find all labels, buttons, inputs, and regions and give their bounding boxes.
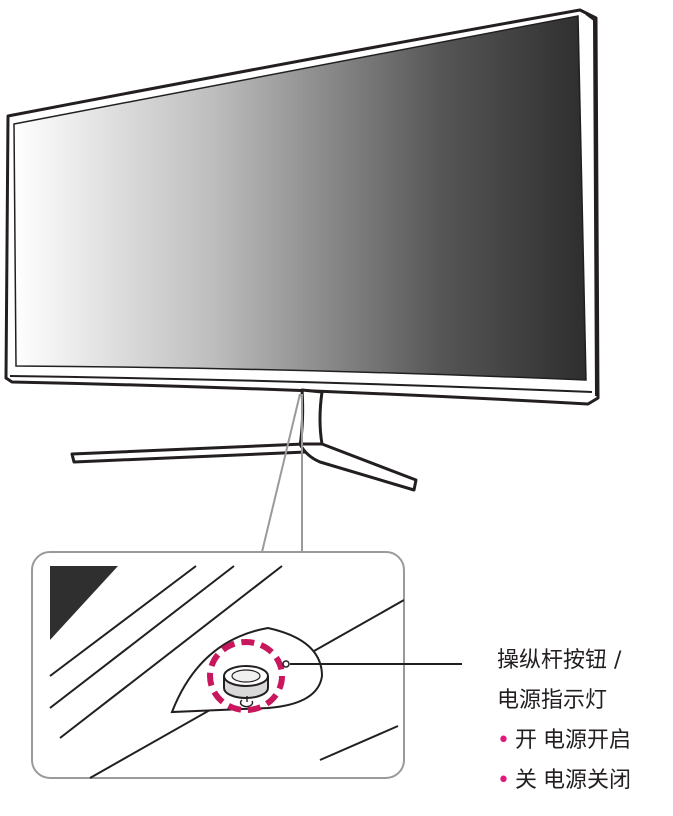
stand-left-leg bbox=[70, 442, 308, 464]
callout-item-description: 电源开启 bbox=[543, 728, 632, 753]
callout-item-on: •开电源开启 bbox=[497, 726, 673, 756]
joystick-button bbox=[223, 665, 269, 699]
bullet-dot: • bbox=[497, 728, 510, 753]
zoom-guide-left bbox=[261, 393, 301, 553]
monitor-screen bbox=[13, 15, 587, 381]
callout-label: 操纵杆按钮 / 电源指示灯 •开电源开启 •关电源关闭 bbox=[497, 646, 673, 796]
callout-title-line1: 操纵杆按钮 / bbox=[497, 648, 622, 673]
monitor-side-edge bbox=[585, 13, 597, 397]
bullet-dot: • bbox=[497, 768, 510, 793]
callout-item-state: 开 bbox=[515, 728, 538, 753]
callout-item-off: •关电源关闭 bbox=[497, 766, 673, 796]
power-icon bbox=[239, 696, 254, 708]
highlight-circle bbox=[207, 639, 285, 713]
callout-item-state: 关 bbox=[515, 768, 538, 793]
inset-magnified-view bbox=[31, 551, 405, 779]
power-indicator-light bbox=[282, 660, 290, 668]
callout-item-description: 电源关闭 bbox=[543, 768, 632, 793]
stand-right-leg bbox=[298, 442, 418, 492]
stand-neck bbox=[298, 388, 324, 448]
callout-title-line2: 电源指示灯 bbox=[497, 688, 608, 713]
monitor-bottom-bezel bbox=[9, 375, 593, 393]
